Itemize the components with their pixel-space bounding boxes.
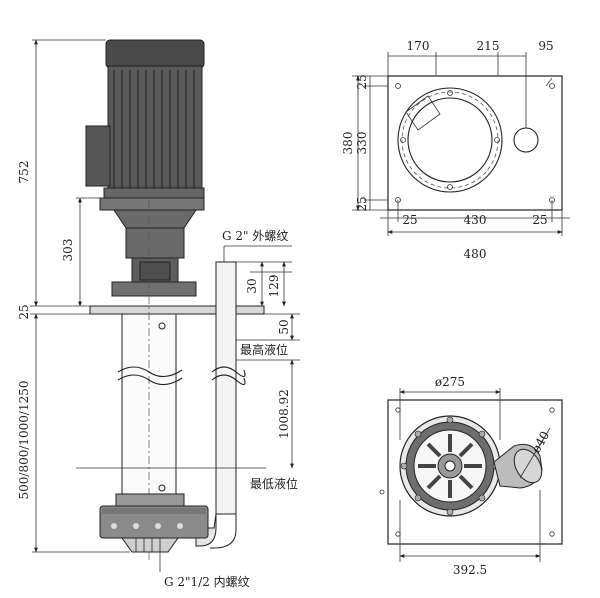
outlet-elbow — [493, 443, 543, 489]
dim-impeller-dia: ø275 — [435, 375, 465, 389]
outlet-pipe — [195, 261, 246, 549]
dim-129: 129 — [267, 275, 281, 298]
bracket — [99, 197, 205, 297]
side-view: 752 303 25 500/800/1000/1250 G 2" 外螺纹 30… — [17, 39, 300, 589]
min-level-label: 最低液位 — [250, 476, 298, 491]
dim-303: 303 — [61, 239, 75, 262]
column — [117, 200, 183, 560]
dim-480: 480 — [464, 247, 487, 261]
max-level-label: 最高液位 — [240, 342, 288, 357]
dim-immersion: 500/800/1000/1250 — [17, 380, 31, 499]
dim-430: 430 — [464, 213, 487, 227]
mounting-flange — [89, 305, 265, 315]
bottom-view: ø275 ø40 392.5 — [379, 375, 563, 577]
dim-left-25-top: 25 — [355, 74, 369, 89]
dim-left-25-bottom: 25 — [355, 196, 369, 211]
pump-casing — [99, 493, 209, 553]
dim-1008-92: 1008.92 — [277, 389, 291, 439]
dim-bottom-25-right: 25 — [532, 213, 547, 227]
dim-95: 95 — [538, 39, 553, 53]
motor — [85, 39, 205, 201]
dim-380: 380 — [341, 132, 355, 155]
outlet-thread-label: G 2" 外螺纹 — [222, 229, 288, 243]
dim-330: 330 — [355, 132, 369, 155]
dim-215: 215 — [477, 39, 500, 53]
plan-view: 170 215 95 380 25 330 25 25 430 25 480 — [341, 39, 570, 261]
dim-flange-25: 25 — [17, 304, 31, 319]
inlet-thread-label: G 2"1/2 内螺纹 — [164, 575, 250, 589]
dim-50: 50 — [277, 319, 291, 334]
dim-170: 170 — [407, 39, 430, 53]
dim-30: 30 — [245, 278, 259, 293]
dim-bottom-25-left: 25 — [402, 213, 417, 227]
impeller-casing — [399, 415, 501, 517]
dim-752: 752 — [17, 161, 31, 184]
flange-circle — [397, 87, 503, 193]
top-plate — [387, 75, 563, 211]
dim-392-5: 392.5 — [453, 563, 487, 577]
